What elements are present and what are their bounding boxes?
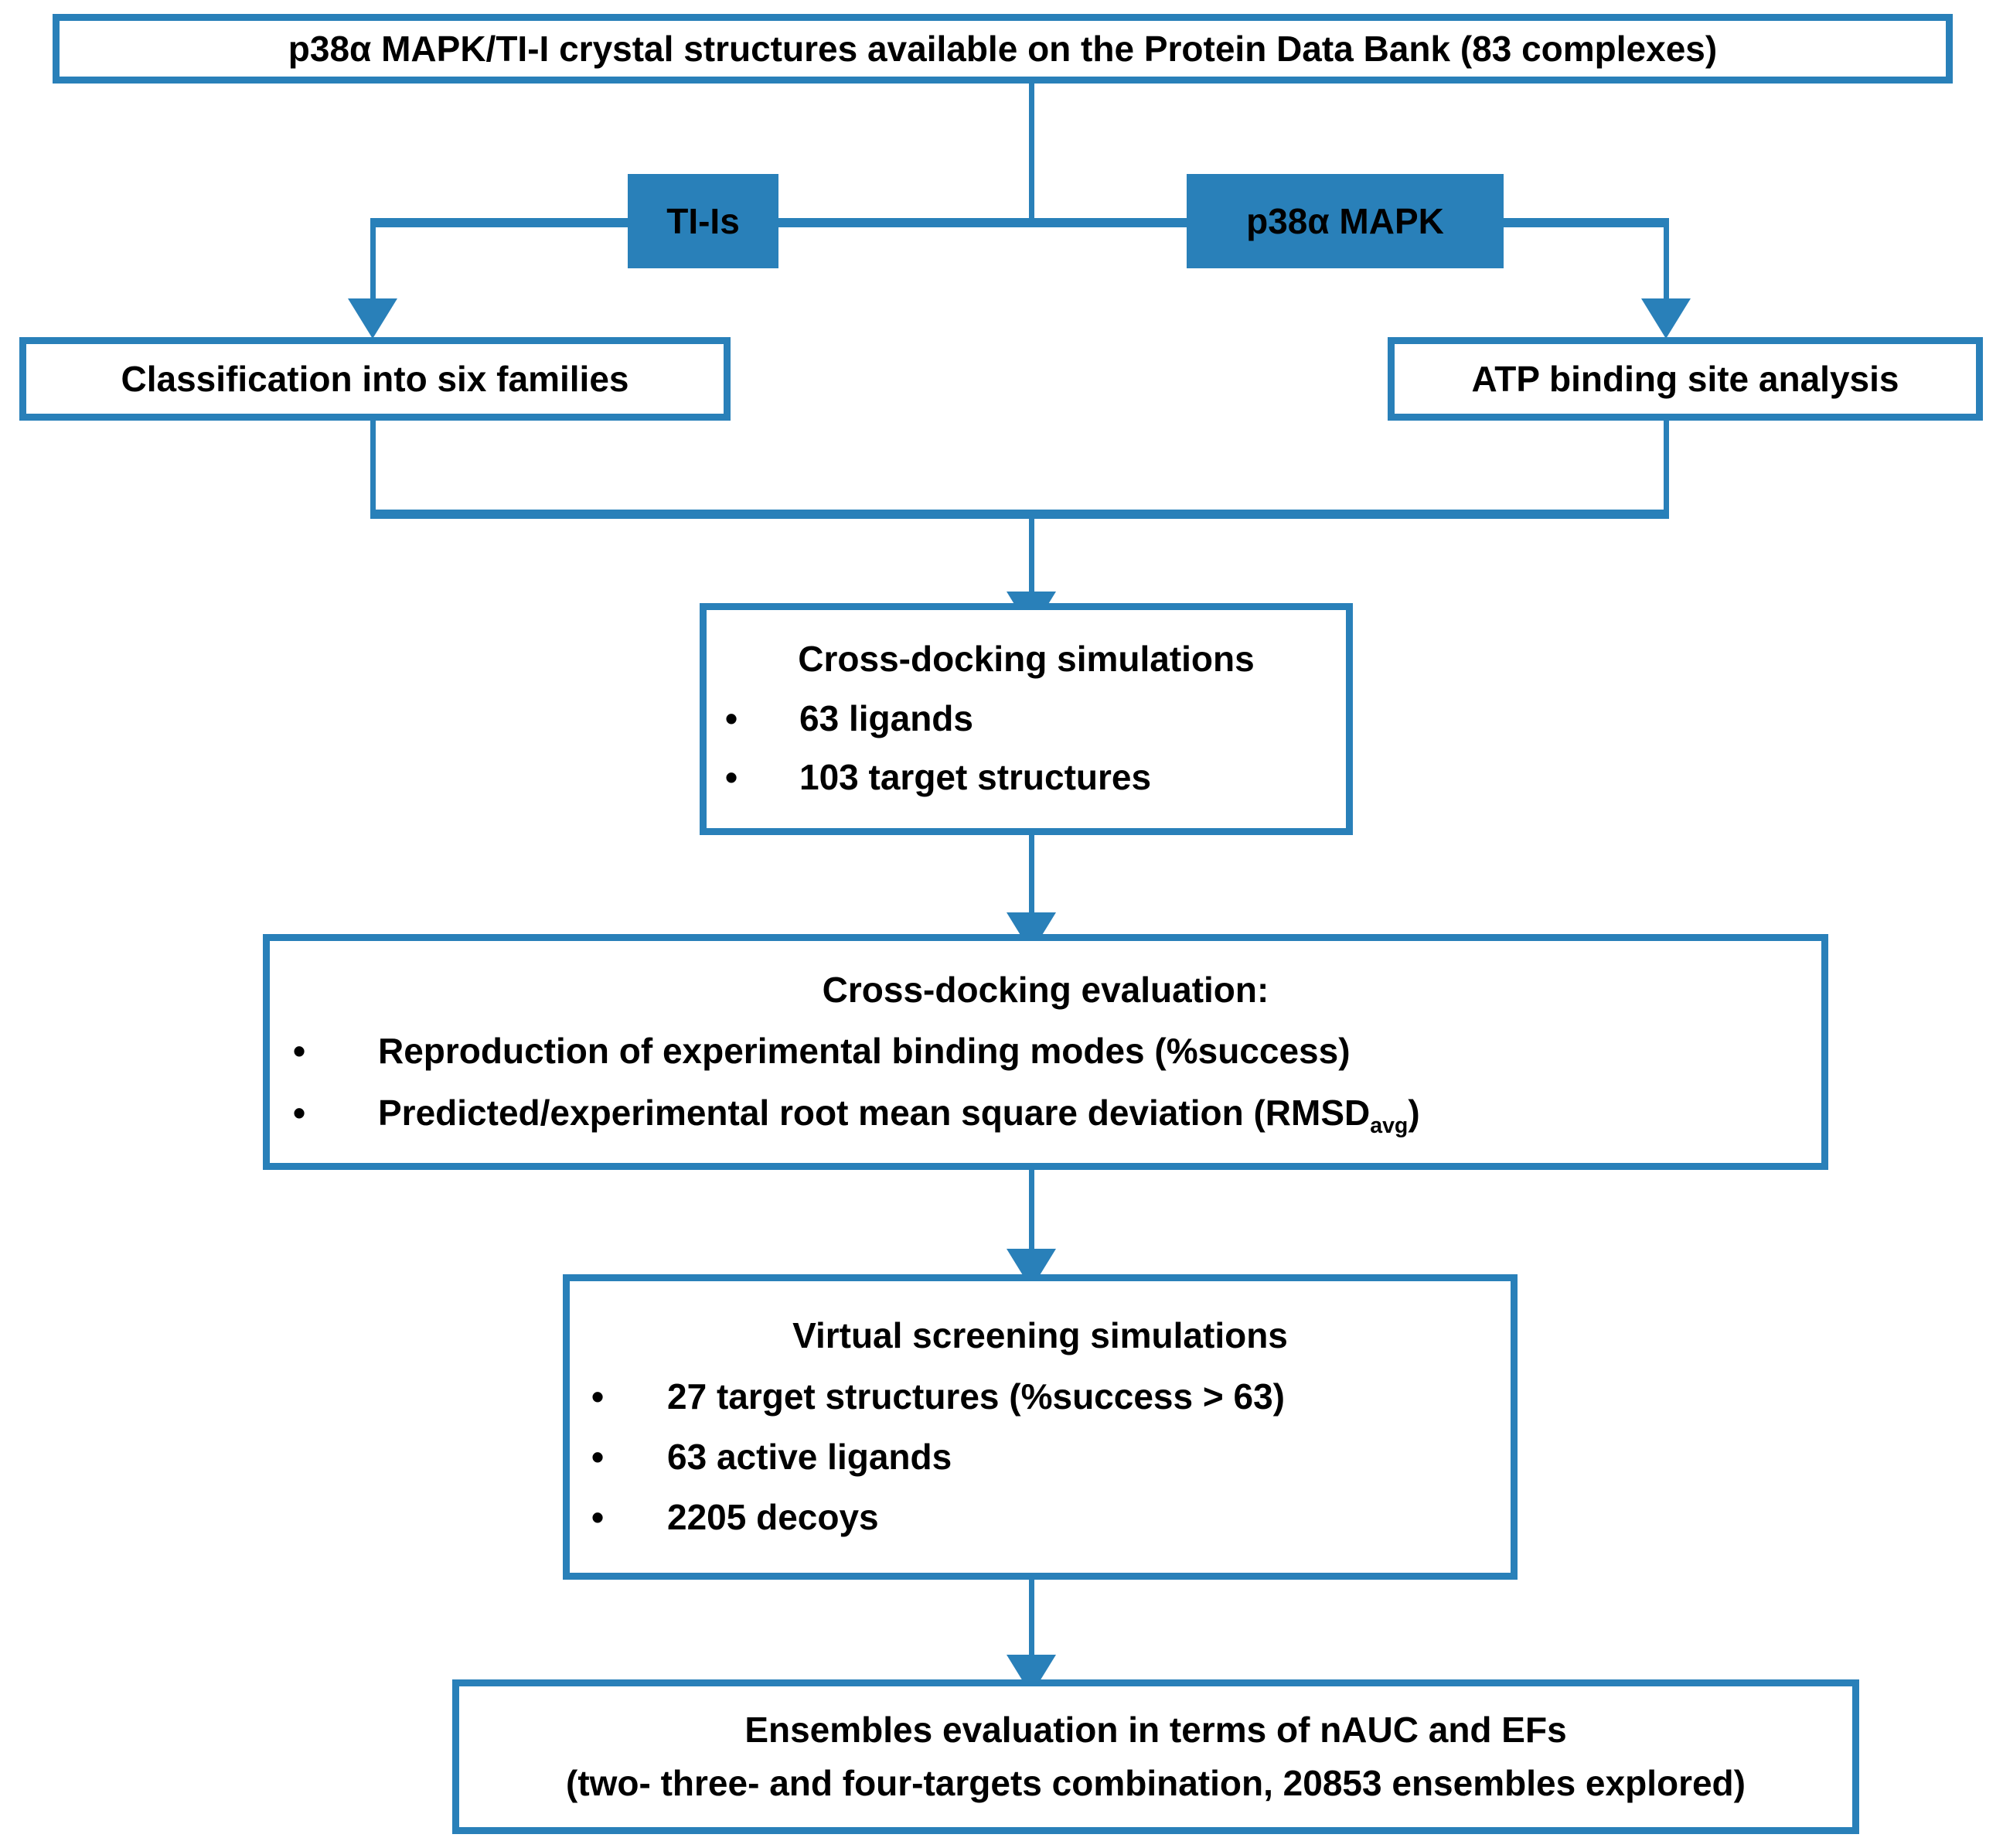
list-item: • 63 active ligands xyxy=(591,1435,1489,1478)
rmsd-subscript: avg xyxy=(1370,1113,1409,1138)
list-item: • 27 target structures (%success > 63) xyxy=(591,1375,1489,1418)
bullet-icon: • xyxy=(591,1376,605,1417)
node-ensembles-line2: (two- three- and four-targets combinatio… xyxy=(566,1763,1746,1803)
list-item: • 103 target structures xyxy=(725,755,1327,799)
node-virtual-screening-title: Virtual screening simulations xyxy=(792,1314,1288,1355)
connector-vs-to-bottom xyxy=(1029,1580,1034,1663)
connector-eval-to-vs xyxy=(1029,1170,1034,1256)
node-pdb-structures: p38α MAPK/TI-I crystal structures availa… xyxy=(53,14,1953,84)
list-item-label: 2205 decoys xyxy=(667,1497,879,1537)
connector-split-left-drop xyxy=(370,218,376,305)
connector-merge-to-crossdock xyxy=(1029,514,1034,599)
list-item: • 63 ligands xyxy=(725,697,1327,740)
bullet-icon: • xyxy=(725,698,738,739)
list-item-label: 103 target structures xyxy=(799,757,1152,798)
node-pdb-structures-title: p38α MAPK/TI-I crystal structures availa… xyxy=(288,28,1718,69)
connector-classification-down xyxy=(370,421,376,514)
arrowhead-to-classification xyxy=(348,298,397,339)
list-item-label: 63 ligands xyxy=(799,698,973,739)
list-item-label: Reproduction of experimental binding mod… xyxy=(378,1030,1351,1071)
list-item-label: 63 active ligands xyxy=(667,1436,952,1477)
list-item: • Predicted/experimental root mean squar… xyxy=(293,1091,1798,1138)
node-classification: Classification into six families xyxy=(19,337,731,421)
rmsd-text: Predicted/experimental root mean square … xyxy=(378,1092,1371,1133)
cross-docking-bullet-list: • 63 ligands • 103 target structures xyxy=(725,697,1327,799)
node-atp-binding-site-title: ATP binding site analysis xyxy=(1471,358,1899,399)
cross-docking-eval-bullet-list: • Reproduction of experimental binding m… xyxy=(293,1029,1798,1138)
bullet-icon: • xyxy=(591,1497,605,1537)
arrowhead-to-atp-site xyxy=(1641,298,1691,339)
bullet-icon: • xyxy=(725,757,738,798)
node-cross-docking-evaluation-title: Cross-docking evaluation: xyxy=(822,969,1269,1010)
virtual-screening-bullet-list: • 27 target structures (%success > 63) •… xyxy=(591,1375,1489,1539)
node-cross-docking-title: Cross-docking simulations xyxy=(798,639,1255,680)
bullet-icon: • xyxy=(591,1436,605,1477)
list-item-label: Predicted/experimental root mean square … xyxy=(378,1091,1420,1138)
connector-crossdock-to-eval xyxy=(1029,835,1034,920)
node-ensembles-line1: Ensembles evaluation in terms of nAUC an… xyxy=(744,1710,1567,1751)
list-item-label: 27 target structures (%success > 63) xyxy=(667,1376,1286,1417)
bullet-icon: • xyxy=(293,1092,306,1133)
node-cross-docking-simulations: Cross-docking simulations • 63 ligands •… xyxy=(700,603,1353,835)
node-cross-docking-evaluation: Cross-docking evaluation: • Reproduction… xyxy=(263,934,1828,1170)
list-item: • Reproduction of experimental binding m… xyxy=(293,1029,1798,1072)
connector-split-right-drop xyxy=(1664,218,1669,305)
node-virtual-screening: Virtual screening simulations • 27 targe… xyxy=(563,1274,1518,1580)
rmsd-close-paren: ) xyxy=(1408,1092,1420,1133)
node-atp-binding-site: ATP binding site analysis xyxy=(1388,337,1983,421)
connector-top-to-split xyxy=(1029,84,1034,223)
branch-label-ti-is: TI-Is xyxy=(628,174,778,268)
bullet-icon: • xyxy=(293,1030,306,1071)
node-classification-title: Classification into six families xyxy=(121,358,629,399)
connector-merge-bar xyxy=(370,510,1669,519)
branch-label-p38a-mapk: p38α MAPK xyxy=(1187,174,1504,268)
connector-atp-down xyxy=(1664,421,1669,514)
list-item: • 2205 decoys xyxy=(591,1495,1489,1539)
node-ensembles-evaluation: Ensembles evaluation in terms of nAUC an… xyxy=(452,1679,1859,1834)
